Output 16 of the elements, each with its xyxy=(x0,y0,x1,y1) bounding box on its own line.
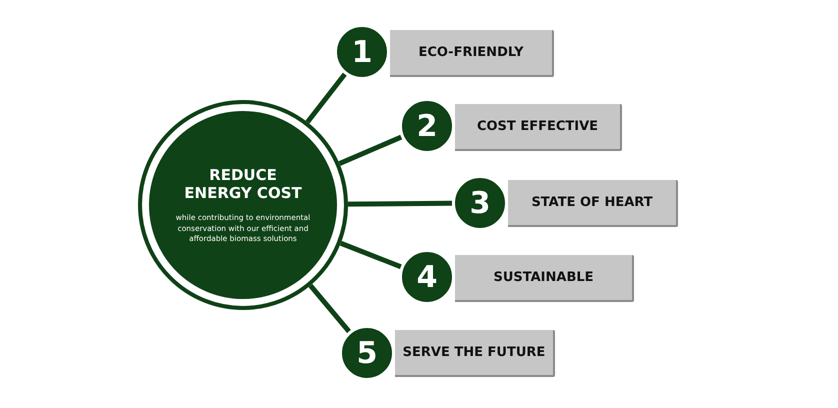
connector-line xyxy=(338,134,402,166)
heading: REDUCE ENERGY COST xyxy=(183,166,303,203)
connector-line xyxy=(308,284,351,334)
connector-line xyxy=(305,72,347,124)
number-badge: 3 xyxy=(452,175,508,231)
connector-line xyxy=(348,200,452,207)
number-badge: 2 xyxy=(399,98,455,154)
label-bar: SERVE THE FUTURE xyxy=(395,330,555,377)
number-badge: 1 xyxy=(334,24,390,80)
label-bar: ECO-FRIENDLY xyxy=(390,30,554,77)
connector-line xyxy=(340,240,402,270)
label-bar: COST EFFECTIVE xyxy=(455,104,622,151)
label-bar: SUSTAINABLE xyxy=(455,255,634,302)
number-badge: 5 xyxy=(339,325,395,381)
label-bar: STATE OF HEART xyxy=(508,180,678,227)
number-badge: 4 xyxy=(399,249,455,305)
